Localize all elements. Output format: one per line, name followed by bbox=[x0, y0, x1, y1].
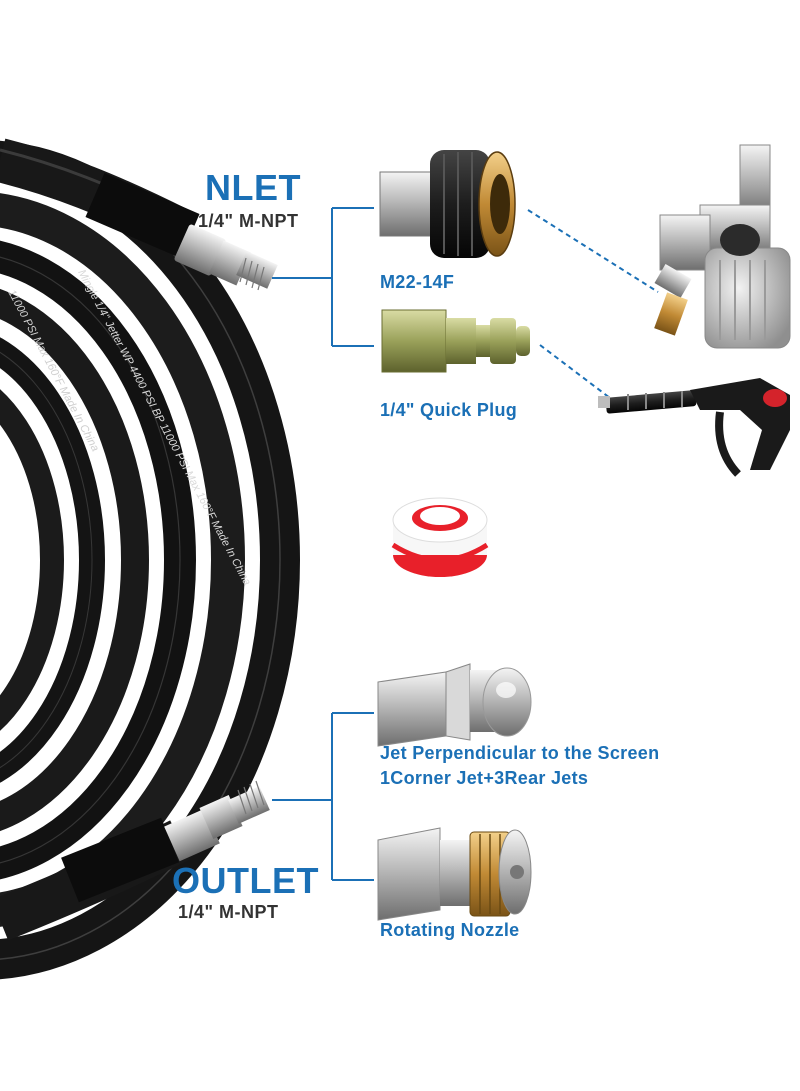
connector-dashes bbox=[527, 209, 659, 399]
outlet-thread-label: 1/4" M-NPT bbox=[178, 902, 279, 922]
sewer-nozzle-icon bbox=[377, 663, 532, 747]
outlet-title: OUTLET bbox=[172, 860, 319, 901]
inlet-title: NLET bbox=[205, 167, 301, 208]
inlet-fitting-icon bbox=[174, 224, 278, 291]
inlet-thread-label: 1/4" M-NPT bbox=[198, 211, 299, 231]
pressure-washer-pump-icon bbox=[654, 144, 791, 349]
rotating-nozzle-label: Rotating Nozzle bbox=[380, 920, 520, 940]
inlet-bracket bbox=[272, 207, 374, 347]
m22-label: M22-14F bbox=[380, 272, 455, 292]
jet-label-line1: Jet Perpendicular to the Screen bbox=[380, 743, 660, 763]
m22-coupler-icon bbox=[379, 150, 516, 258]
hose-coil-icon bbox=[0, 138, 300, 980]
jet-label-line2: 1Corner Jet+3Rear Jets bbox=[380, 768, 589, 788]
outlet-fitting-icon bbox=[164, 780, 270, 862]
spray-gun-icon bbox=[598, 378, 790, 477]
quick-plug-label: 1/4" Quick Plug bbox=[380, 400, 518, 420]
rotating-nozzle-icon bbox=[377, 827, 532, 921]
quick-plug-icon bbox=[381, 309, 530, 373]
thread-tape-icon bbox=[391, 497, 489, 577]
outlet-bracket bbox=[272, 712, 374, 881]
